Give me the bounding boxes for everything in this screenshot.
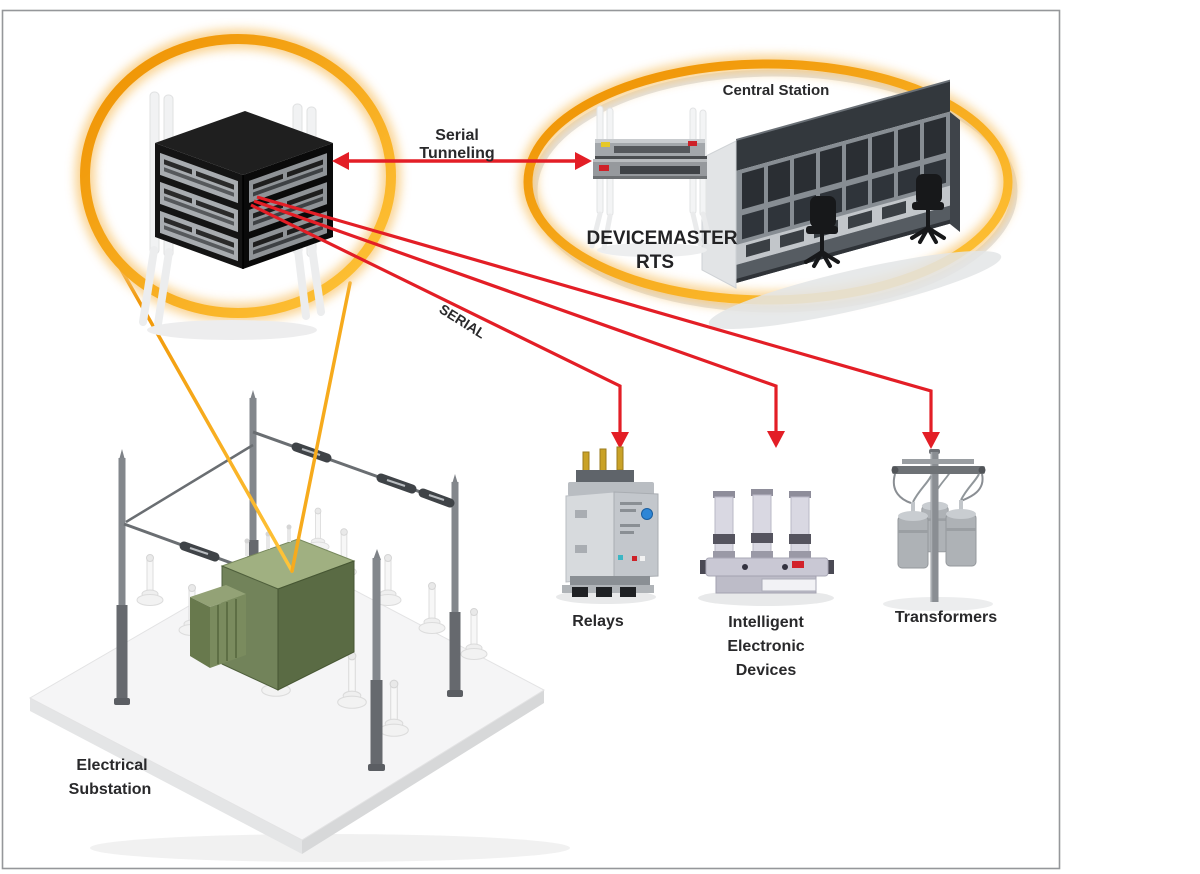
devicemaster-unit-top — [595, 139, 705, 156]
office-chair-left — [804, 196, 840, 268]
transformer-bank-shadow — [883, 597, 993, 611]
central-station-label: Central Station — [723, 82, 830, 99]
relay-terminals — [576, 446, 634, 484]
devicemaster-label-line1: DEVICEMASTER — [587, 228, 738, 249]
platform-side-right — [302, 690, 544, 854]
transformers-label: Transformers — [895, 609, 997, 626]
serial-tunneling-arrow — [332, 152, 592, 170]
building-facade — [736, 79, 950, 283]
left-oval-ring — [80, 34, 396, 318]
substation-pole-right — [447, 474, 463, 697]
relay-base — [562, 576, 654, 597]
building-right-edge — [950, 112, 960, 232]
ied-label-line3: Devices — [736, 662, 797, 679]
ied-label-line2: Electronic — [727, 638, 804, 655]
transformer-crossarm — [891, 459, 986, 474]
serial-tunneling-label-line1: Serial — [435, 127, 479, 144]
substation-ground-shadow — [90, 834, 570, 862]
devicemaster-shadow — [597, 243, 707, 257]
ied-bushings — [713, 489, 811, 560]
ied-shadow — [698, 590, 834, 606]
intelligent-electronic-device-illustration — [698, 489, 834, 606]
substation-pole-left — [114, 449, 130, 705]
platform-side-left — [30, 698, 302, 854]
relays-label: Relays — [572, 613, 624, 630]
devicemaster-label-line2: RTS — [636, 252, 674, 273]
devicemaster-unit-bottom — [593, 159, 707, 179]
building-windows-row1 — [742, 116, 946, 210]
devicemaster-rack-legs — [589, 211, 713, 251]
devicemaster-rts-unit-illustration — [589, 105, 713, 257]
ied-bus-bar — [700, 557, 834, 577]
rack-box-front — [155, 143, 243, 269]
central-station-control-room-illustration — [701, 79, 1002, 329]
electrical-substation-yard-illustration — [28, 390, 570, 862]
rack-shadow — [147, 320, 317, 340]
substation-pole-front — [368, 549, 385, 771]
left-highlight-oval — [75, 29, 401, 323]
relay-body-left — [565, 491, 615, 583]
rack-frame-legs — [139, 244, 325, 328]
serial-tunneling-label-line2: Tunneling — [419, 145, 494, 162]
serial-fan-arrows — [250, 195, 940, 449]
office-chair-right — [910, 174, 946, 244]
pole-transformer-bank-illustration — [883, 449, 993, 611]
ied-label-line1: Intelligent — [728, 614, 804, 631]
rack-box-top — [155, 111, 333, 175]
building-shadow — [708, 251, 1002, 329]
relay-panel-details — [575, 502, 653, 561]
building-end-wall — [701, 140, 737, 289]
substation-label-line1: Electrical — [76, 757, 147, 774]
substation-label-line2: Substation — [69, 781, 152, 798]
substation-transformer-radiator — [190, 585, 246, 668]
protective-relay-illustration — [556, 446, 659, 604]
transformer-feed-wires — [892, 473, 984, 504]
substation-transformer — [190, 524, 356, 691]
ied-base — [715, 575, 817, 594]
